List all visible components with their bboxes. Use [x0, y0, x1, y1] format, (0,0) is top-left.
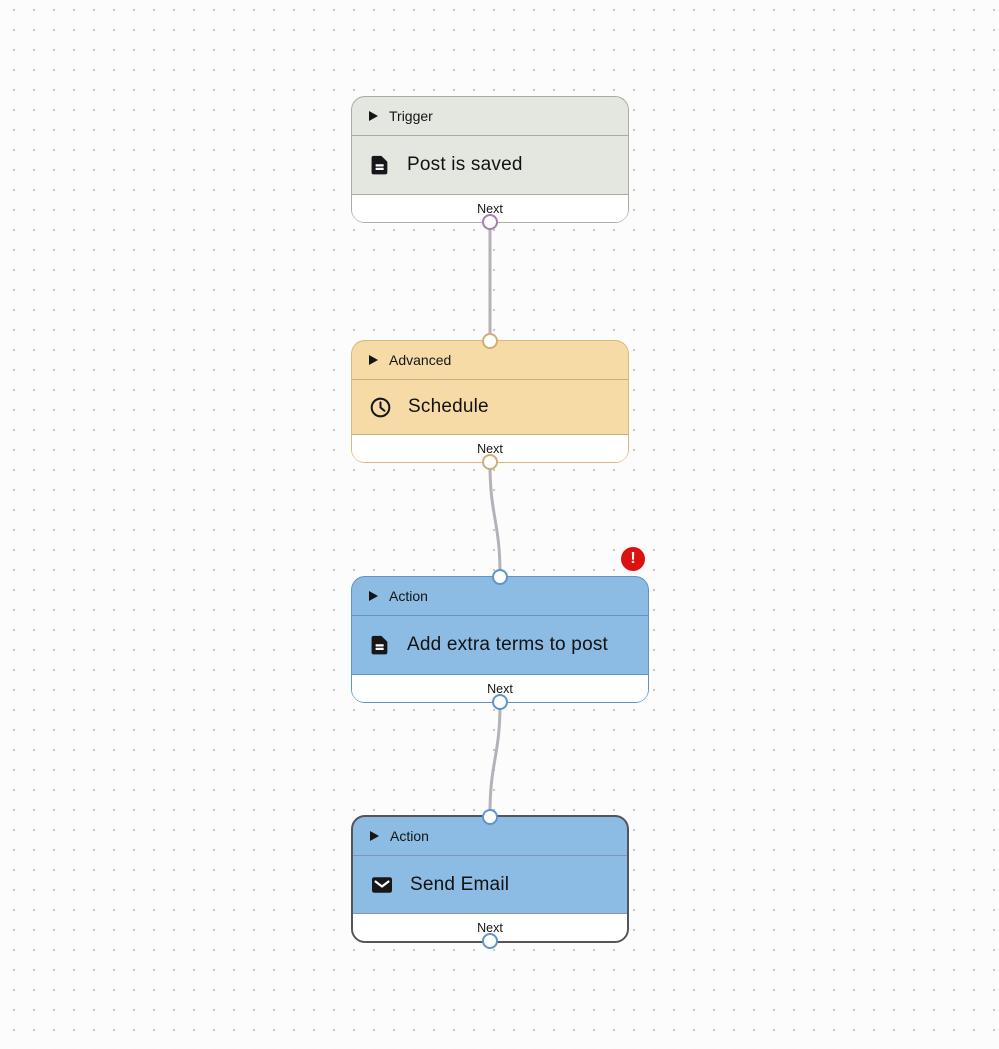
- node-action-add-extra-terms[interactable]: ! Action Add extra terms to post Next: [351, 547, 649, 710]
- node-body[interactable]: Schedule: [352, 380, 628, 435]
- node-type-label: Action: [389, 588, 428, 604]
- expand-play-icon[interactable]: [369, 355, 378, 365]
- node-title: Add extra terms to post: [407, 634, 609, 655]
- node-header[interactable]: Advanced: [352, 341, 628, 380]
- output-port[interactable]: [482, 214, 498, 230]
- node-body[interactable]: Add extra terms to post: [352, 616, 648, 675]
- node-type-label: Advanced: [389, 352, 452, 368]
- next-label: Next: [477, 441, 503, 456]
- error-badge[interactable]: !: [621, 547, 645, 571]
- node-title: Post is saved: [407, 154, 523, 175]
- node-header[interactable]: Action: [353, 817, 627, 856]
- edge-schedule-to-add-terms: [488, 462, 502, 576]
- expand-play-icon[interactable]: [369, 591, 378, 601]
- input-port[interactable]: [482, 333, 498, 349]
- node-title: Send Email: [410, 873, 510, 895]
- node-advanced-schedule[interactable]: Advanced Schedule Next: [351, 333, 629, 470]
- node-title: Schedule: [408, 396, 489, 417]
- exclamation-icon: !: [630, 550, 636, 567]
- clock-icon: [370, 397, 391, 417]
- node-body[interactable]: Post is saved: [352, 136, 628, 195]
- node-action-send-email[interactable]: Action Send Email Next: [351, 809, 629, 949]
- edge-add-terms-to-send-email: [488, 702, 502, 815]
- output-port[interactable]: [482, 454, 498, 470]
- node-trigger-post-is-saved[interactable]: Trigger Post is saved Next: [351, 96, 629, 230]
- email-icon: [372, 876, 392, 893]
- output-port[interactable]: [482, 933, 498, 949]
- next-label: Next: [487, 681, 513, 696]
- expand-play-icon[interactable]: [369, 111, 378, 121]
- output-port[interactable]: [492, 694, 508, 710]
- document-icon: [371, 155, 388, 175]
- document-icon: [371, 635, 388, 655]
- input-port[interactable]: [482, 809, 498, 825]
- node-type-label: Trigger: [389, 108, 433, 124]
- next-label: Next: [477, 201, 503, 216]
- input-port[interactable]: [492, 569, 508, 585]
- node-type-label: Action: [390, 828, 429, 844]
- expand-play-icon[interactable]: [370, 831, 379, 841]
- next-label: Next: [477, 920, 503, 935]
- node-header[interactable]: Action: [352, 577, 648, 616]
- node-header[interactable]: Trigger: [352, 97, 628, 136]
- node-body[interactable]: Send Email: [353, 856, 627, 914]
